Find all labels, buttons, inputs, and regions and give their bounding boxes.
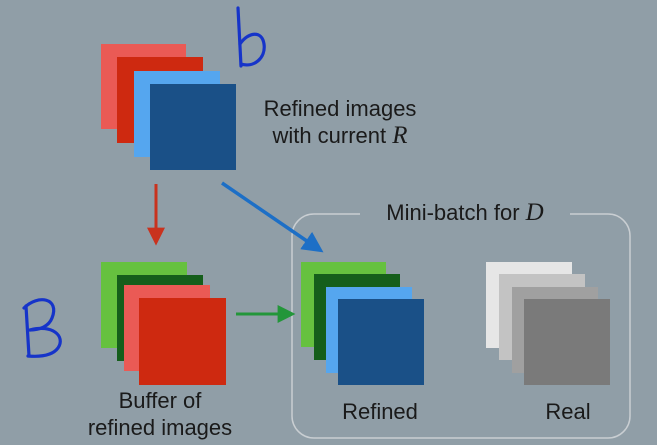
blue-arrow [221,181,324,253]
refined-label: Refined [342,399,418,424]
refined-caption-prefix: with current [272,123,393,148]
navy-card [150,84,236,170]
buffer-caption-line2: refined images [87,415,233,440]
minibatch-title-prefix: Mini-batch for [386,200,526,225]
refined-images-stack [101,44,236,170]
buffer-stack [101,262,226,385]
buffer-caption-line1: Buffer of [118,388,202,413]
minibatch-real-stack [486,262,610,385]
refined-caption-line2: with current R [240,122,440,149]
refined-images-caption: Refined images with current R [240,95,440,149]
minibatch-refined-stack [301,262,424,385]
navy-card [338,299,424,385]
real-label: Real [545,399,591,424]
refined-caption-line1: Refined images [263,96,417,121]
variable-d: D [525,199,544,226]
variable-r: R [392,122,408,149]
crimson-card [139,298,226,385]
minibatch-title: Mini-batch for D [360,199,570,226]
grey-card-4 [524,299,610,385]
handwritten-b [236,6,266,68]
buffer-caption: Buffer of refined images [80,387,240,441]
handwritten-B [22,298,62,358]
